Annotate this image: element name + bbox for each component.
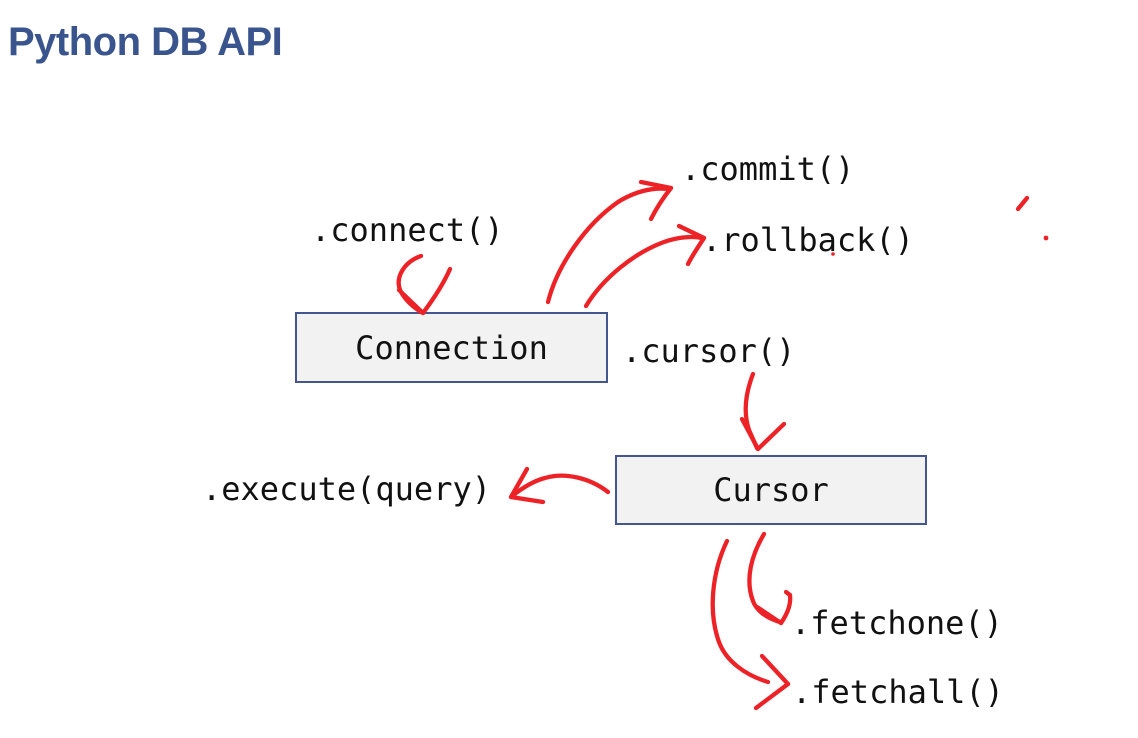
page-title: Python DB API [8,20,283,64]
connection-box: Connection [295,312,608,383]
connect-arrow [396,253,453,316]
cursor-arrow [739,371,787,452]
method-label-rollback: .rollback() [702,221,914,259]
method-label-commit: .commit() [681,150,855,188]
fetchone-arrow [747,531,793,626]
rollback-arrow [583,223,707,309]
stray-tick-mark [1015,195,1030,212]
commit-arrow [545,179,674,305]
method-label-connect: .connect() [311,211,504,249]
stray-dot [1043,235,1049,241]
method-label-execute: .execute(query) [202,470,491,508]
execute-arrow [508,466,611,505]
method-label-fetchone: .fetchone() [791,604,1003,642]
connection-box-label: Connection [355,328,548,367]
cursor-box-label: Cursor [713,471,829,509]
fetchall-arrow [710,538,791,711]
method-label-cursor: .cursor() [622,332,796,370]
cursor-box: Cursor [615,455,927,525]
method-label-fetchall: .fetchall() [792,673,1004,711]
